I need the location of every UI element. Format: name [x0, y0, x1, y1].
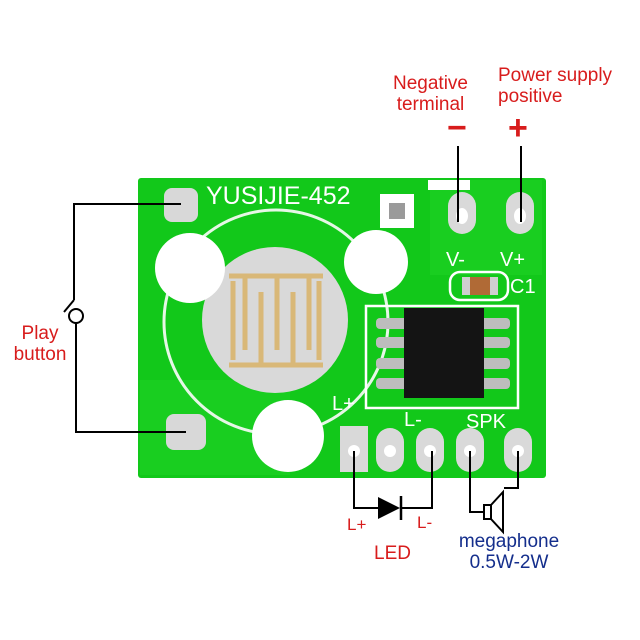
v-minus-label: V-	[446, 249, 465, 271]
mounting-hole	[252, 400, 324, 472]
play-button-line2: button	[13, 343, 67, 365]
ic-chip	[404, 308, 484, 398]
play-button-label: Play button	[6, 323, 74, 366]
power-positive-label: Power supply positive	[498, 65, 613, 108]
negative-terminal-line1: Negative	[393, 73, 468, 94]
led-minus-label: L-	[417, 513, 433, 532]
capacitor-c1	[462, 277, 498, 295]
negative-terminal-line2: terminal	[396, 93, 465, 115]
ic-silk-outline	[364, 304, 520, 410]
speaker-label: megaphone 0.5W-2W	[446, 531, 572, 574]
capacitor-outline	[448, 270, 510, 302]
speaker-icon	[483, 489, 504, 535]
negative-terminal-label: Negative terminal	[393, 73, 468, 116]
speaker-wiring	[469, 451, 519, 513]
silk-mark	[428, 180, 470, 190]
negative-sign: −	[447, 109, 467, 147]
ic-pins-right	[478, 318, 510, 389]
l-plus-label: L+	[332, 393, 355, 415]
c1-label: C1	[510, 276, 536, 298]
led-icon	[378, 496, 403, 520]
play-button-line1: Play	[21, 323, 59, 344]
play-button-wiring	[63, 203, 186, 433]
v-plus-label: V+	[500, 249, 525, 271]
mounting-hole	[344, 230, 408, 294]
led-wiring	[353, 451, 433, 509]
power-positive-line1: Power supply	[498, 65, 613, 86]
power-positive-line2: positive	[498, 85, 563, 107]
l-minus-label: L-	[404, 409, 422, 431]
model-label: YUSIJIE-452	[206, 182, 351, 210]
capacitor-cap-right	[490, 277, 498, 295]
mounting-hole	[155, 233, 225, 303]
spk-label: SPK	[466, 411, 507, 433]
positive-sign: +	[508, 109, 528, 147]
speaker-line2: 0.5W-2W	[469, 551, 549, 573]
led-plus-label: L+	[347, 515, 367, 534]
capacitor-cap-left	[462, 277, 470, 295]
pad-2-hole	[384, 445, 396, 457]
test-pad-center	[389, 203, 405, 219]
pad-l-minus-hole	[424, 445, 436, 457]
ic-pins-left	[376, 318, 408, 389]
contact-pattern	[229, 273, 323, 368]
led-label: LED	[374, 543, 411, 564]
speaker-line1: megaphone	[458, 531, 560, 552]
